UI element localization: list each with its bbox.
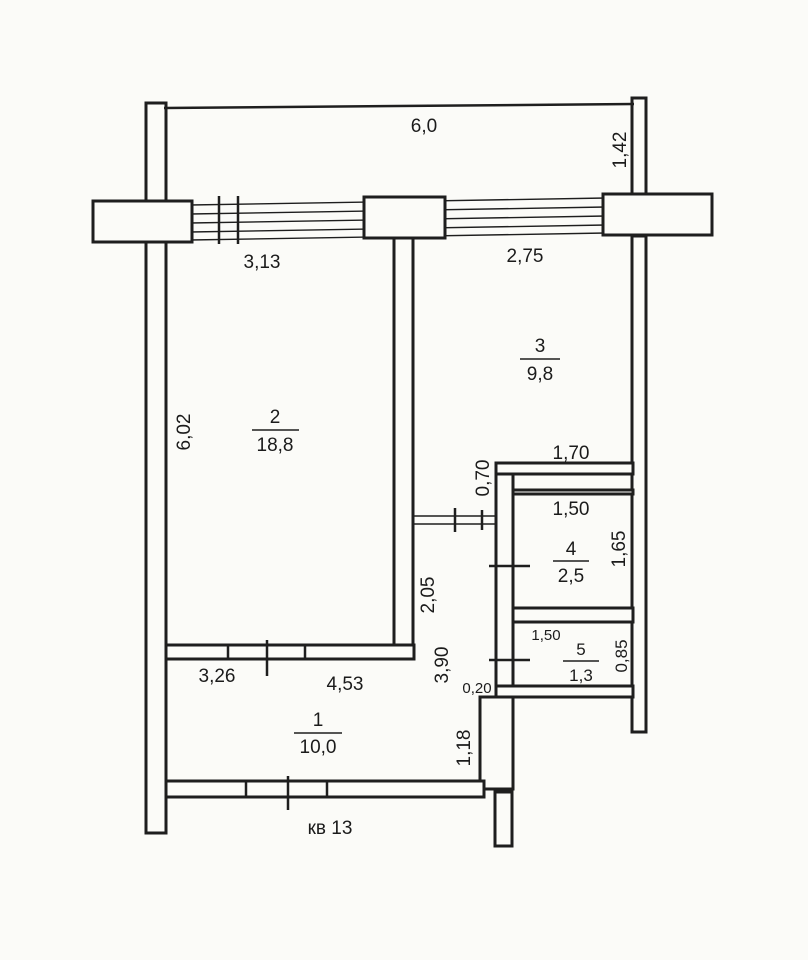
- bath-bottom-wall: [494, 684, 635, 699]
- wall-pier-left: [91, 199, 194, 244]
- right-balcony-wall: [630, 96, 648, 210]
- room-area: 2,5: [558, 566, 584, 587]
- front-door-jamb: [493, 790, 514, 848]
- dim-overall-width: 6,0: [411, 116, 437, 137]
- dim-hall-width: 4,53: [327, 674, 364, 695]
- dim-wc-width: 1,50: [553, 499, 590, 520]
- dim-room3-width: 2,75: [507, 246, 544, 267]
- wc-block-top-wall: [494, 461, 635, 476]
- room-area: 18,8: [257, 435, 294, 456]
- room-label-5: 5 1,3: [563, 640, 599, 685]
- dim-wc-depth: 1,65: [609, 531, 630, 568]
- dim-wc-width-outer: 1,70: [553, 443, 590, 464]
- room-area: 10,0: [300, 737, 337, 758]
- room-number: 2: [270, 407, 281, 428]
- room-label-1: 1 10,0: [294, 710, 342, 758]
- partition-room2-hall: [164, 643, 416, 661]
- wc-bath-divider: [511, 606, 635, 624]
- dim-hall-depth: 3,90: [432, 647, 453, 684]
- wall-pier-middle: [362, 195, 447, 240]
- room-label-2: 2 18,8: [252, 407, 299, 456]
- room-number: 5: [576, 640, 585, 659]
- dim-bath-width: 1,50: [531, 627, 560, 644]
- entry-bottom-wall: [164, 779, 486, 799]
- balcony-rail: [163, 102, 635, 110]
- room-label-4: 4 2,5: [553, 539, 589, 587]
- dim-niche: 0,20: [462, 680, 491, 697]
- dim-room2-width: 3,13: [244, 252, 281, 273]
- partition-room2-room3: [392, 236, 415, 650]
- room-label-3: 3 9,8: [520, 336, 560, 385]
- dim-corridor-jog: 0,70: [473, 460, 494, 497]
- room-area: 1,3: [569, 666, 593, 685]
- dim-entry-depth: 1,18: [454, 730, 475, 767]
- dim-balcony-depth: 1,42: [610, 132, 631, 169]
- room-number: 1: [313, 710, 324, 731]
- left-outer-wall: [144, 101, 168, 835]
- dim-hall-left: 3,26: [199, 666, 236, 687]
- room-number: 3: [535, 336, 546, 357]
- dim-room2-length: 6,02: [174, 414, 195, 451]
- room-area: 9,8: [527, 364, 553, 385]
- dim-bath-depth: 0,85: [612, 639, 631, 672]
- right-outer-wall: [630, 234, 648, 734]
- room-number: 4: [566, 539, 577, 560]
- apartment-caption: кв 13: [308, 818, 353, 839]
- wall-pier-right: [601, 192, 714, 237]
- entry-side-wall: [478, 695, 515, 791]
- dim-corridor-wall: 2,05: [418, 577, 439, 614]
- wc-inner-top-wall: [511, 488, 635, 496]
